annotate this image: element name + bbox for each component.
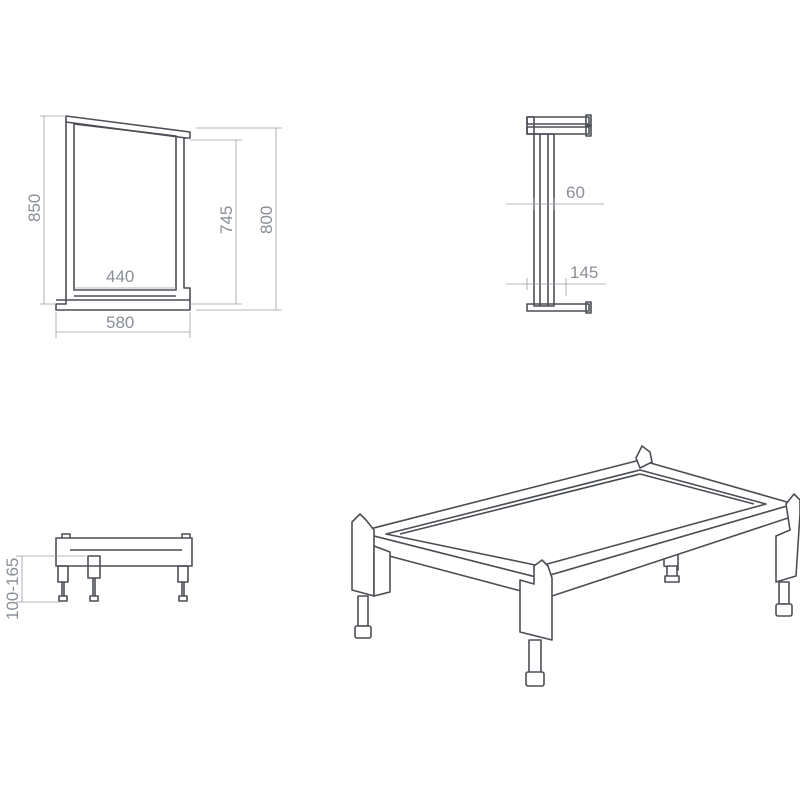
- side-bottom-end: [585, 301, 592, 314]
- foot-leg-left: [57, 565, 69, 583]
- front-frame-inner: [73, 123, 177, 291]
- iso-frame-opening: [385, 469, 767, 567]
- dim-line-850: [40, 115, 66, 305]
- iso-leg-front-left: [351, 513, 391, 639]
- side-top-cap-1: [526, 116, 535, 135]
- iso-leg-back-cap: [635, 445, 653, 469]
- dim-580: 580: [106, 313, 134, 332]
- side-view: 60 145: [506, 114, 606, 314]
- side-post: [533, 133, 555, 307]
- front-top-rail: [65, 121, 187, 139]
- front-frame-outline: [55, 115, 191, 311]
- dim-line-580: [55, 312, 191, 338]
- dim-line-100-165: [16, 555, 86, 603]
- iso-leg-front-center: [519, 559, 553, 687]
- side-top-bracket-2: [526, 126, 590, 135]
- dim-800: 800: [257, 206, 276, 234]
- dim-850: 850: [25, 194, 44, 222]
- dim-745: 745: [217, 206, 236, 234]
- dim-line-800: [196, 127, 282, 311]
- foot-pad-right: [178, 595, 188, 602]
- foot-rods: [61, 578, 185, 596]
- dim-440: 440: [106, 267, 134, 286]
- dim-145: 145: [570, 263, 598, 282]
- iso-frame-inner-line: [399, 473, 755, 535]
- dim-line-60: [506, 198, 604, 210]
- foot-frame-top: [61, 533, 191, 538]
- dim-100-165: 100-165: [3, 558, 22, 620]
- dim-line-745: [190, 139, 242, 305]
- foot-view: 100-165: [3, 533, 193, 620]
- side-top-end-1: [585, 114, 592, 127]
- dim-60: 60: [566, 183, 585, 202]
- isometric-view: [351, 445, 800, 687]
- foot-leg-right: [177, 565, 189, 583]
- foot-pad-left: [58, 595, 68, 602]
- front-view: 850 745 800 440 580: [25, 115, 282, 338]
- side-bottom-bracket: [526, 303, 590, 312]
- dim-line-145: [506, 278, 606, 296]
- side-post-inner: [539, 134, 549, 306]
- foot-pad-mid: [89, 595, 99, 602]
- side-top-bracket-1: [526, 116, 590, 125]
- foot-frame: [55, 537, 193, 567]
- iso-leg-front-right: [775, 493, 800, 617]
- foot-leg-mid: [87, 555, 101, 579]
- side-top-end-2: [585, 124, 592, 137]
